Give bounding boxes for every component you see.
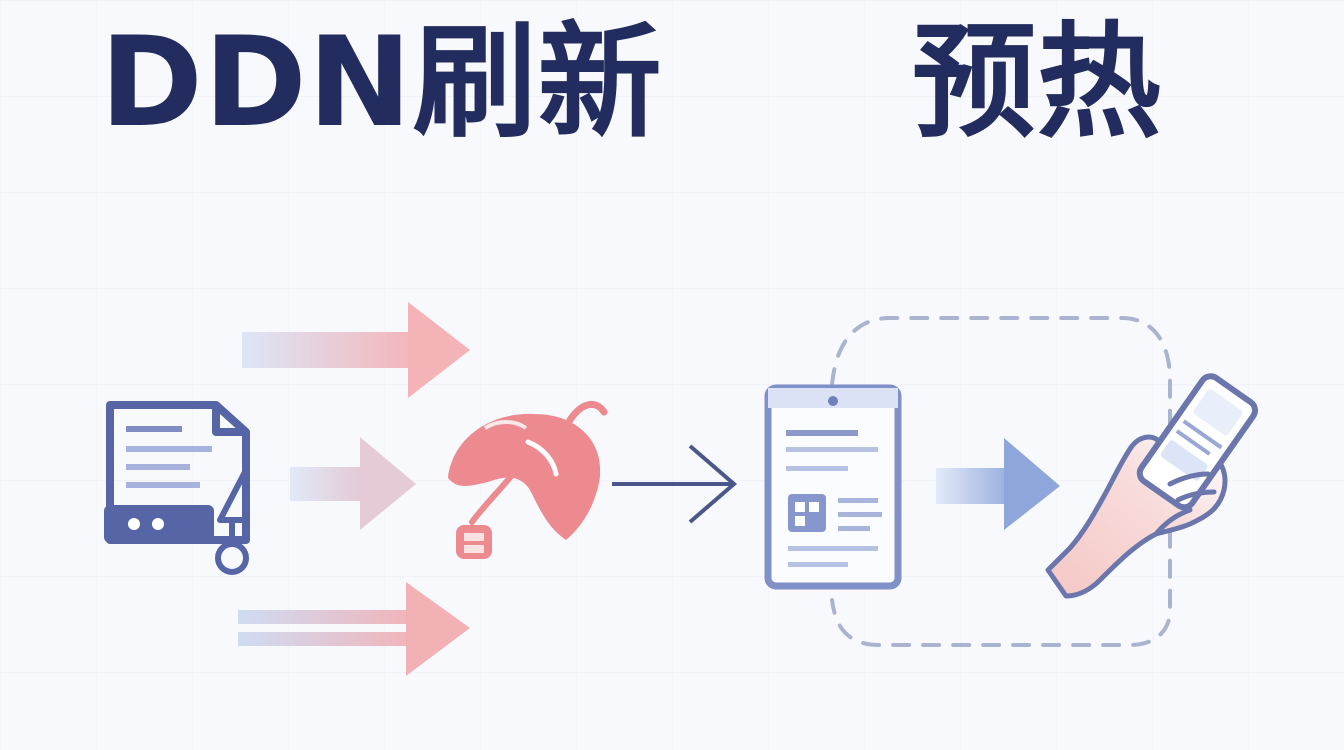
- title-ddn-refresh: DDN刷新: [100, 11, 663, 155]
- tablet-page-icon: [764, 384, 902, 590]
- arrow-bottom-head: [406, 582, 470, 676]
- arrow-top-shaft: [242, 332, 418, 368]
- dashed-loop: [830, 316, 1172, 647]
- arrow-right: [936, 438, 1060, 530]
- arrow-bottom-shaft-2: [238, 632, 416, 646]
- arrow-middle: [290, 437, 416, 530]
- document-device-icon: [104, 401, 250, 575]
- arrow-middle-head: [360, 437, 416, 530]
- arrow-thin: [612, 444, 738, 524]
- arrow-bottom-shaft-1: [238, 610, 416, 624]
- title-preheat: 预热: [912, 11, 1163, 155]
- arrow-top: [242, 302, 470, 398]
- hand-holding-phone-icon: [1045, 373, 1258, 599]
- arrow-middle-shaft: [290, 467, 368, 501]
- arrow-bottom: [238, 582, 470, 676]
- arrow-right-head: [1004, 438, 1060, 530]
- arrow-top-head: [408, 302, 470, 398]
- broken-cdn-node-icon: [448, 401, 608, 559]
